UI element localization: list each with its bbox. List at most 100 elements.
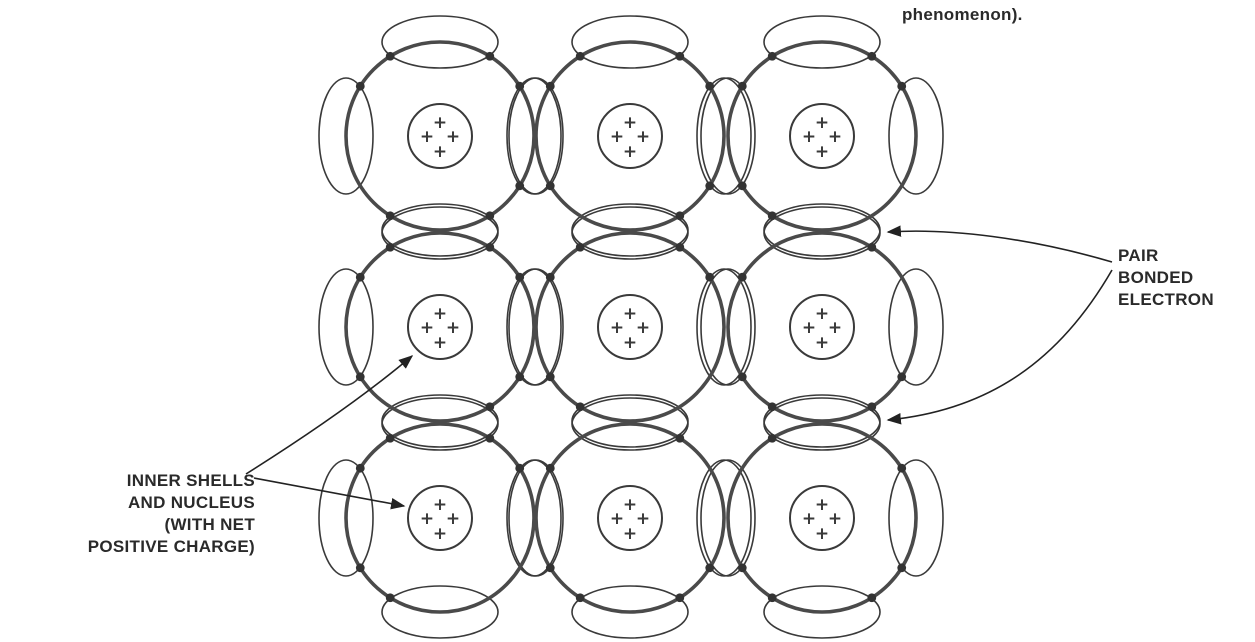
nucleus-circle: [789, 103, 855, 169]
electron-dot: [867, 402, 877, 412]
bond-ellipse: [888, 459, 944, 577]
positive-charge-sign: +: [815, 495, 829, 515]
positive-charge-sign: +: [815, 142, 829, 162]
valence-shell: [726, 40, 918, 232]
positive-charge-sign: +: [433, 495, 447, 515]
positive-charge-sign: +: [623, 524, 637, 544]
electron-dot: [767, 211, 777, 221]
electron-dot: [575, 402, 585, 412]
positive-charge-sign: +: [623, 142, 637, 162]
electron-dot: [705, 272, 715, 282]
electron-dot: [737, 563, 747, 573]
electron-dot: [515, 463, 525, 473]
pair-bonded-electron-label: PAIR BONDED ELECTRON: [1118, 245, 1214, 311]
positive-charge-sign: +: [446, 127, 460, 147]
positive-charge-sign: +: [636, 318, 650, 338]
bond-ellipse: [571, 206, 689, 260]
pair-bonded-label-line-2: BONDED: [1118, 268, 1194, 287]
electron-dot: [545, 181, 555, 191]
electron-dot: [355, 563, 365, 573]
electron-dot: [485, 211, 495, 221]
electron-dot: [485, 51, 495, 61]
electron-dot: [575, 242, 585, 252]
inner-shells-nucleus-label: INNER SHELLS AND NUCLEUS (WITH NET POSIT…: [88, 470, 255, 558]
bond-ellipse: [508, 77, 564, 195]
pair-arrow-upper: [886, 225, 1113, 263]
inner-shells-label-line-3: (WITH NET: [164, 515, 255, 534]
inner-shells-label-line-4: POSITIVE CHARGE): [87, 537, 255, 556]
bond-ellipse: [318, 459, 374, 577]
electron-dot: [767, 51, 777, 61]
bond-ellipse: [571, 585, 689, 639]
nucleus-circle: [789, 294, 855, 360]
bond-ellipse: [571, 15, 689, 69]
positive-charge-sign: +: [420, 127, 434, 147]
caption-text: phenomenon).: [902, 5, 1023, 24]
positive-charge-sign: +: [815, 304, 829, 324]
atom: ++++: [344, 231, 536, 423]
positive-charge-sign: +: [623, 495, 637, 515]
electron-dot: [385, 593, 395, 603]
pair-arrow-lower: [886, 269, 1113, 425]
electron-dot: [545, 463, 555, 473]
bond-ellipse: [381, 397, 499, 451]
bond-ellipse: [381, 15, 499, 69]
electron-dot: [385, 211, 395, 221]
electron-dot: [737, 81, 747, 91]
positive-charge-sign: +: [623, 333, 637, 353]
electron-dot: [705, 563, 715, 573]
electron-dot: [737, 272, 747, 282]
bond-ellipse: [508, 459, 564, 577]
pair-bonded-label-line-3: ELECTRON: [1118, 290, 1214, 309]
electron-dot: [545, 563, 555, 573]
electron-dot: [867, 593, 877, 603]
atom: ++++: [344, 422, 536, 614]
bond-ellipse: [700, 459, 756, 577]
positive-charge-sign: +: [815, 524, 829, 544]
electron-dot: [897, 372, 907, 382]
electron-dot: [485, 402, 495, 412]
positive-charge-sign: +: [610, 127, 624, 147]
electron-dot: [767, 402, 777, 412]
nucleus-circle: [789, 485, 855, 551]
electron-dot: [355, 463, 365, 473]
electron-dot: [767, 593, 777, 603]
electron-dot: [515, 181, 525, 191]
electron-dot: [737, 372, 747, 382]
positive-charge-sign: +: [802, 509, 816, 529]
electron-dot: [675, 211, 685, 221]
electron-dot: [675, 433, 685, 443]
nucleus-circle: [407, 485, 473, 551]
electron-dot: [575, 51, 585, 61]
positive-charge-sign: +: [433, 333, 447, 353]
electron-dot: [867, 242, 877, 252]
nucleus-circle: [597, 485, 663, 551]
atom: ++++: [344, 40, 536, 232]
bond-ellipse: [763, 206, 881, 260]
electron-dot: [515, 272, 525, 282]
positive-charge-sign: +: [420, 318, 434, 338]
atom-grid: ++++++++++++++++++++++++++++++++++++: [344, 40, 918, 614]
electron-dot: [355, 272, 365, 282]
nucleus-circle: [407, 294, 473, 360]
electron-dot: [515, 372, 525, 382]
positive-charge-sign: +: [420, 509, 434, 529]
bond-ellipse: [318, 268, 374, 386]
covalent-bond-ellipses: [318, 15, 944, 639]
positive-charge-sign: +: [636, 127, 650, 147]
callout-arrows: [245, 225, 1113, 510]
positive-charge-sign: +: [828, 509, 842, 529]
positive-charge-sign: +: [815, 333, 829, 353]
electron-dot: [897, 563, 907, 573]
electron-dot: [515, 81, 525, 91]
electron-dot: [485, 242, 495, 252]
electron-dot: [545, 81, 555, 91]
electron-dot: [485, 433, 495, 443]
positive-charge-sign: +: [802, 127, 816, 147]
electron-dot: [545, 372, 555, 382]
electron-dot: [705, 81, 715, 91]
inner-shells-label-line-2: AND NUCLEUS: [127, 493, 255, 512]
valence-shell: [344, 40, 536, 232]
positive-charge-sign: +: [610, 509, 624, 529]
electron-dot: [385, 51, 395, 61]
